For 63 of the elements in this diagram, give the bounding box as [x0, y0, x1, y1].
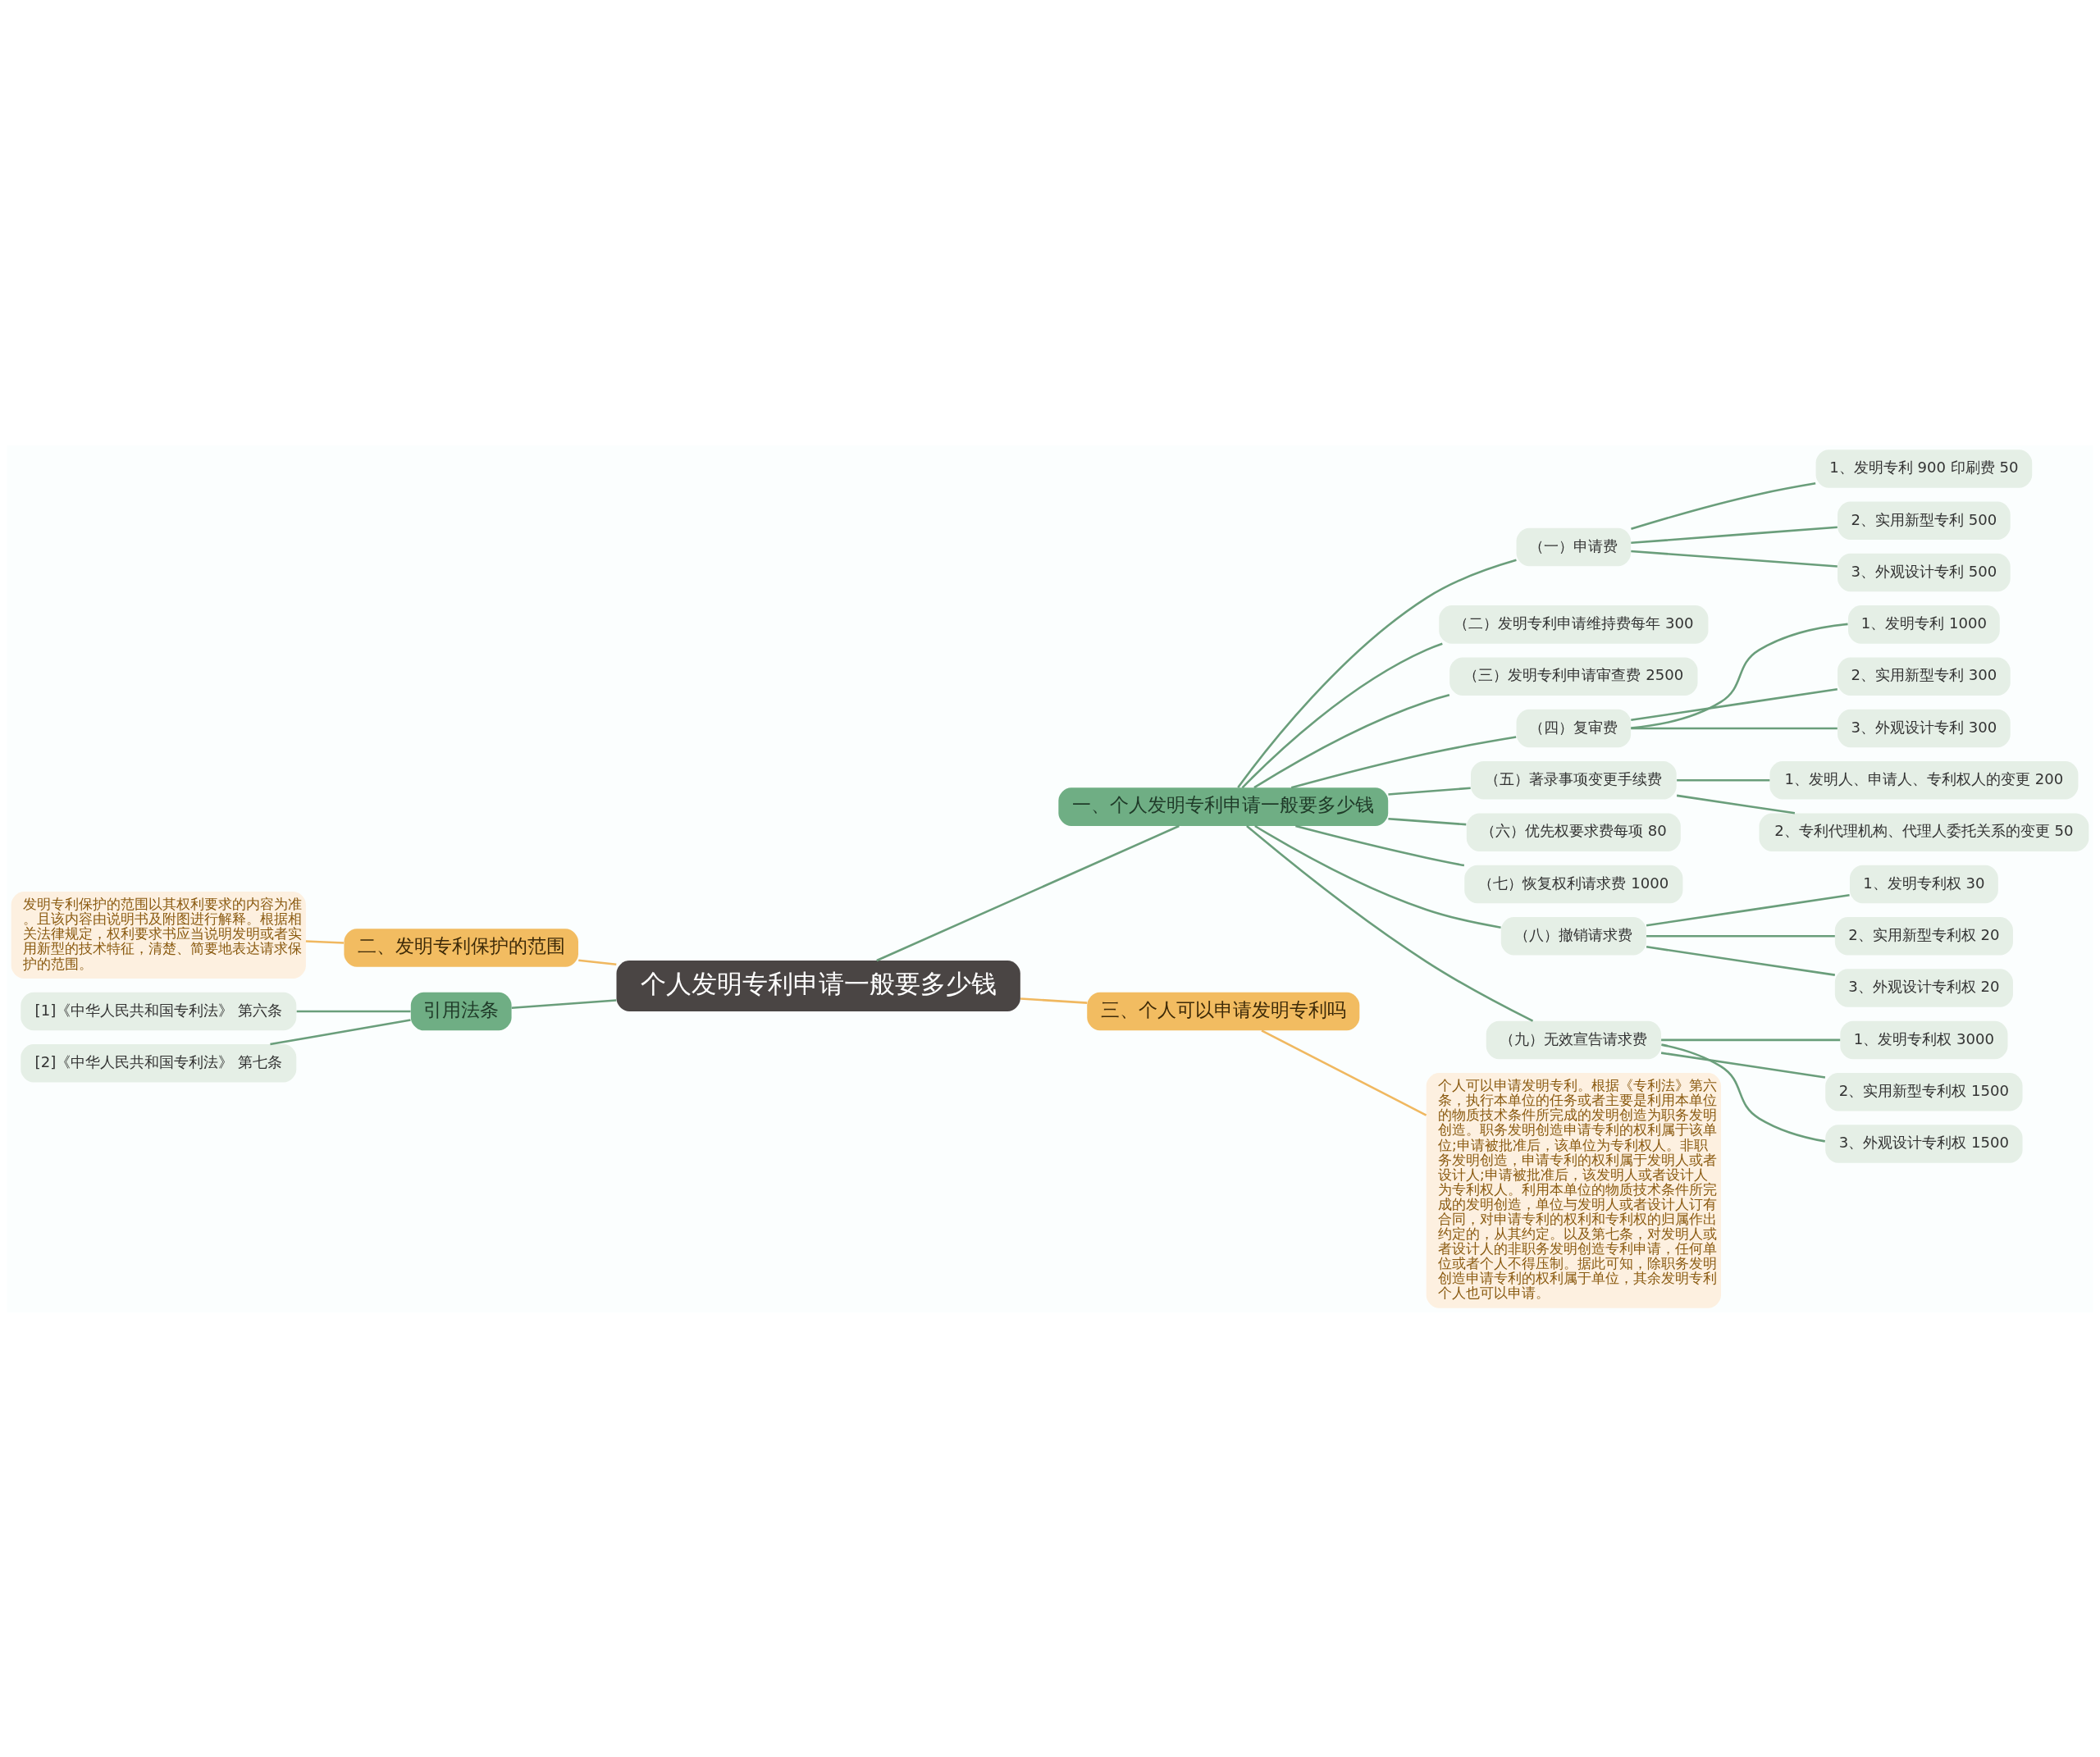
- connector: [296, 1010, 411, 1012]
- node-box: （三）发明专利申请审查费 2500: [1449, 656, 1698, 696]
- node-box: （七）恢复权利请求费 1000: [1464, 865, 1683, 903]
- node-box: 1、发明专利权 30: [1849, 865, 1998, 903]
- connector: [1261, 1029, 1427, 1116]
- connector: [1660, 1051, 1826, 1079]
- node-box: （九）无效宣告请求费: [1486, 1020, 1661, 1059]
- connector: [1631, 727, 1838, 729]
- connector: [1631, 623, 1848, 729]
- connector: [1254, 824, 1501, 929]
- node-box: 3、外观设计专利 500: [1838, 553, 2011, 591]
- connector: [1661, 1038, 1841, 1041]
- node-box: 发明专利保护的范围以其权利要求的内容为准。且该内容由说明书及附图进行解释。根据相关法律规定，权利要求书应当说明发明或者实用新型的技术特征，清楚、简要地表达请求保护的范围。: [11, 891, 306, 979]
- node-box: 3、外观设计专利 300: [1838, 709, 2011, 747]
- node-box: 1、发明专利 1000: [1848, 605, 2000, 644]
- connector: [1631, 481, 1816, 530]
- node-box: 3、外观设计专利权 1500: [1825, 1124, 2023, 1163]
- node-box: （六）优先权要求费每项 80: [1466, 812, 1681, 851]
- connector: [1631, 525, 1838, 544]
- node-box: 2、专利代理机构、代理人委托关系的变更 50: [1759, 812, 2089, 851]
- node-box: [2]《中华人民共和国专利法》 第七条: [21, 1043, 297, 1083]
- connector: [1631, 550, 1838, 568]
- node-box: [1]《中华人民共和国专利法》 第六条: [21, 992, 297, 1030]
- connector: [1241, 642, 1443, 788]
- node-box: 1、发明专利权 3000: [1840, 1020, 2008, 1059]
- node-box: 二、发明专利保护的范围: [344, 928, 578, 967]
- node-box: （一）申请费: [1516, 527, 1632, 566]
- node-box: （五）著录事项变更手续费: [1471, 760, 1677, 800]
- connector: [1237, 559, 1517, 788]
- connector: [1388, 787, 1471, 796]
- connector: [1677, 778, 1770, 782]
- node-box: 1、发明人、申请人、专利权人的变更 200: [1769, 760, 2079, 800]
- connector: [1295, 824, 1465, 866]
- node-box: 1、发明专利 900 印刷费 50: [1815, 449, 2033, 488]
- node-box: 2、实用新型专利权 1500: [1825, 1072, 2023, 1111]
- connector: [1646, 934, 1835, 938]
- connector: [1646, 945, 1836, 976]
- connector: [1290, 735, 1517, 789]
- connector: [1020, 997, 1088, 1004]
- connector: [1253, 693, 1450, 788]
- connector: [876, 824, 1180, 961]
- node-box: 三、个人可以申请发明专利吗: [1087, 992, 1360, 1030]
- connector: [270, 1018, 411, 1045]
- connector: [578, 958, 617, 965]
- connector: [1388, 817, 1467, 825]
- connector: [1246, 824, 1534, 1022]
- node-box: 个人可以申请发明专利。根据《专利法》第六条，执行本单位的任务或者主要是利用本单位的物质技术条件所完成的发明创造为职务发明创造。职务发明创造申请专利的权利属于该单位;申请被批准后，该单位为专利权人。非职务发明创造，申请专利的权利属于发明人或者设计人;申请被批准后，该发明人或者设计人为专利权人。利用本单位的物质技术条件所完成的发明创造，单位与发明人或者设计人订有合同，对申请专利的权利和专利权的归属作出约定的，从其约定。以及第七条，对发明人或者设计人的非职务发明创造专利申请，任何单位或者个人不得压制。据此可知，除职务发明创造申请专利的权利属于单位，其余发明专利个人也可以申请。: [1426, 1072, 1721, 1308]
- node-box: 2、实用新型专利 300: [1838, 656, 2011, 696]
- node-box: （二）发明专利申请维持费每年 300: [1439, 605, 1709, 644]
- node-box: （八）撤销请求费: [1500, 916, 1646, 956]
- connector: [305, 939, 345, 944]
- connector: [1676, 794, 1796, 815]
- node-box: 个人发明专利申请一般要多少钱: [616, 960, 1020, 1011]
- node-box: 2、实用新型专利权 20: [1834, 916, 2013, 956]
- connector: [511, 998, 617, 1009]
- connector: [1631, 687, 1838, 721]
- node-box: 一、个人发明专利申请一般要多少钱: [1058, 787, 1389, 826]
- node-box: 2、实用新型专利 500: [1838, 501, 2011, 540]
- node-box: （四）复审费: [1516, 709, 1632, 747]
- node-box: 3、外观设计专利权 20: [1834, 968, 2013, 1007]
- connector: [1646, 893, 1850, 926]
- connector: [1661, 1043, 1825, 1143]
- node-box: 引用法条: [410, 992, 512, 1030]
